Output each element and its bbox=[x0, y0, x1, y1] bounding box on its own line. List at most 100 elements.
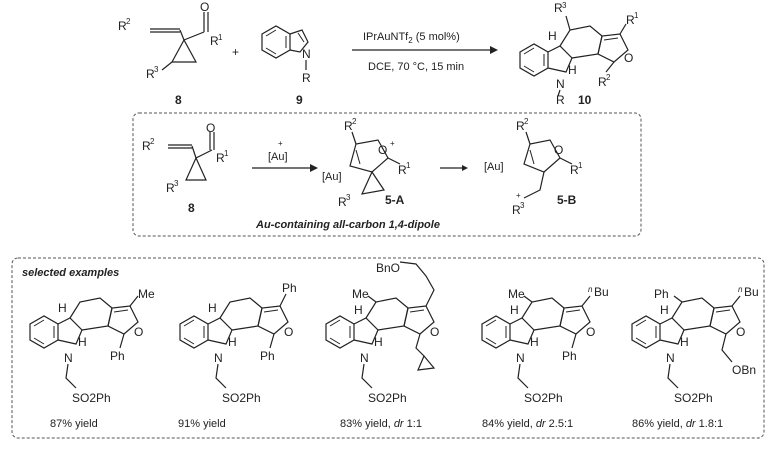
label-8: 8 bbox=[175, 93, 182, 107]
svg-text:Ph: Ph bbox=[562, 349, 577, 363]
svg-text:R: R bbox=[142, 139, 151, 153]
svg-text:R: R bbox=[146, 67, 155, 81]
svg-text:H: H bbox=[660, 303, 669, 317]
svg-text:+: + bbox=[516, 191, 521, 200]
svg-text:SO2Ph: SO2Ph bbox=[222, 391, 261, 405]
svg-text:N: N bbox=[360, 351, 369, 365]
svg-text:2: 2 bbox=[352, 117, 357, 126]
example-5: O n Bu OBn Ph H H N SO2Ph 86% yield, dr … bbox=[631, 285, 759, 430]
svg-text:R: R bbox=[166, 181, 175, 195]
svg-text:R: R bbox=[554, 1, 563, 15]
svg-text:Bu: Bu bbox=[744, 285, 759, 299]
svg-text:Ph: Ph bbox=[260, 349, 275, 363]
svg-text:H: H bbox=[510, 303, 519, 317]
svg-text:R: R bbox=[626, 13, 635, 27]
svg-text:[Au]: [Au] bbox=[322, 171, 342, 183]
svg-text:O: O bbox=[554, 143, 563, 157]
svg-text:R: R bbox=[344, 119, 353, 133]
svg-text:3: 3 bbox=[520, 201, 525, 210]
conditions-text: DCE, 70 °C, 15 min bbox=[368, 61, 464, 73]
svg-text:R: R bbox=[556, 93, 565, 107]
catalyst-text: IPrAuNTf2 (5 mol%) bbox=[363, 31, 460, 45]
svg-text:O: O bbox=[378, 143, 387, 157]
svg-text:R: R bbox=[338, 195, 347, 209]
svg-text:BnO: BnO bbox=[376, 261, 400, 275]
svg-text:Ph: Ph bbox=[654, 287, 669, 301]
mechanism-panel bbox=[132, 112, 642, 237]
svg-text:N: N bbox=[516, 351, 525, 365]
svg-text:N: N bbox=[556, 77, 565, 91]
example-3-yield: 83% yield, dr 1:1 bbox=[340, 418, 422, 430]
svg-text:H: H bbox=[208, 301, 217, 315]
svg-text:H: H bbox=[58, 301, 67, 315]
svg-text:R: R bbox=[516, 119, 525, 133]
svg-text:1: 1 bbox=[218, 33, 223, 42]
example-1-yield: 87% yield bbox=[50, 418, 98, 430]
mechanism-arrow-2 bbox=[440, 165, 468, 171]
example-4: O n Bu Ph Me H H N SO2Ph 84% yield, dr 2… bbox=[481, 285, 609, 430]
example-1: O Me Ph H H N SO2Ph 87% yield bbox=[29, 287, 155, 430]
svg-text:1: 1 bbox=[406, 161, 411, 170]
svg-text:SO2Ph: SO2Ph bbox=[674, 391, 713, 405]
svg-text:O: O bbox=[206, 121, 215, 135]
svg-text:3: 3 bbox=[346, 193, 351, 202]
label-10: 10 bbox=[578, 93, 592, 107]
svg-text:n: n bbox=[738, 285, 743, 294]
svg-text:N: N bbox=[64, 351, 73, 365]
svg-text:[Au]: [Au] bbox=[484, 161, 504, 173]
label-9: 9 bbox=[296, 93, 303, 107]
mech-label-8: 8 bbox=[188, 201, 195, 215]
mechanism-arrow-1: [Au] + bbox=[252, 139, 318, 172]
svg-text:Ph: Ph bbox=[110, 349, 125, 363]
svg-text:+: + bbox=[278, 139, 283, 148]
au-reagent: [Au] bbox=[268, 151, 288, 163]
svg-text:n: n bbox=[588, 285, 593, 294]
svg-text:R: R bbox=[118, 19, 127, 33]
svg-text:2: 2 bbox=[126, 17, 131, 26]
svg-text:2: 2 bbox=[606, 73, 611, 82]
svg-text:H: H bbox=[568, 63, 577, 77]
svg-text:O: O bbox=[200, 0, 209, 14]
svg-text:R: R bbox=[398, 163, 407, 177]
indole-9: N R 9 bbox=[261, 25, 311, 107]
svg-text:O: O bbox=[624, 51, 633, 65]
svg-text:N: N bbox=[666, 351, 675, 365]
svg-text:H: H bbox=[548, 29, 557, 43]
examples-panel bbox=[11, 257, 765, 439]
svg-text:R: R bbox=[598, 75, 607, 89]
svg-text:SO2Ph: SO2Ph bbox=[72, 391, 111, 405]
svg-text:O: O bbox=[430, 325, 439, 339]
examples-header: selected examples bbox=[22, 267, 119, 279]
dipole-caption: Au-containing all-carbon 1,4-dipole bbox=[255, 219, 440, 231]
svg-text:H: H bbox=[228, 335, 237, 349]
svg-text:O: O bbox=[284, 325, 293, 339]
svg-text:3: 3 bbox=[562, 1, 567, 10]
label-5B: 5-B bbox=[557, 193, 577, 207]
svg-text:SO2Ph: SO2Ph bbox=[524, 391, 563, 405]
svg-text:H: H bbox=[374, 335, 383, 349]
svg-text:1: 1 bbox=[634, 11, 639, 20]
svg-text:1: 1 bbox=[578, 161, 583, 170]
plus-sign: + bbox=[232, 45, 239, 59]
svg-text:2: 2 bbox=[150, 137, 155, 146]
svg-text:2: 2 bbox=[524, 117, 529, 126]
example-3: O BnO Me H H N SO2Ph 83% yield, dr 1:1 bbox=[325, 261, 439, 430]
svg-text:R: R bbox=[570, 163, 579, 177]
svg-text:Ph: Ph bbox=[282, 281, 297, 295]
example-4-yield: 84% yield, dr 2.5:1 bbox=[482, 418, 573, 430]
svg-text:R: R bbox=[210, 34, 219, 48]
example-2-yield: 91% yield bbox=[178, 418, 226, 430]
svg-text:1: 1 bbox=[224, 149, 229, 158]
reaction-arrow: IPrAuNTf2 (5 mol%) DCE, 70 °C, 15 min bbox=[352, 31, 498, 73]
svg-text:+: + bbox=[390, 139, 395, 148]
svg-text:Me: Me bbox=[352, 287, 369, 301]
svg-text:H: H bbox=[680, 335, 689, 349]
svg-text:3: 3 bbox=[154, 65, 159, 74]
svg-text:Me: Me bbox=[508, 287, 525, 301]
